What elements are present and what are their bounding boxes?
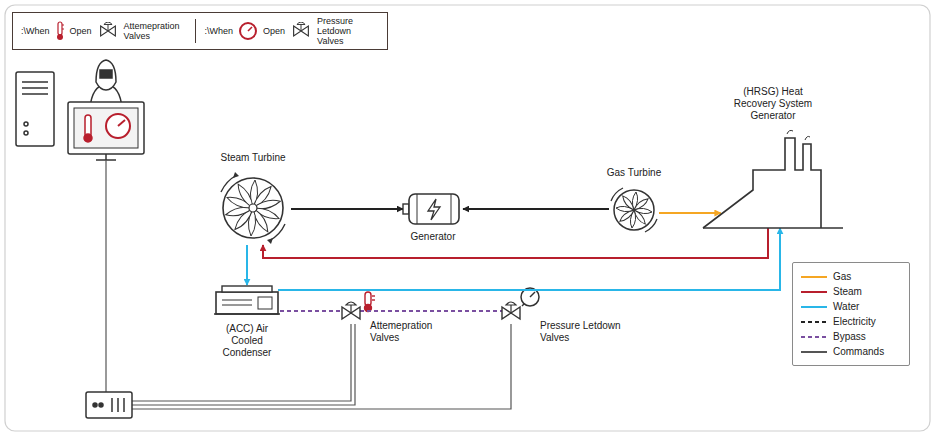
gasturbine-symbol: [609, 185, 659, 235]
gas-turbine: Gas Turbine: [609, 185, 659, 235]
legend-swatch: [801, 274, 827, 280]
legend-swatch: [801, 349, 827, 355]
icon-holder: [97, 22, 119, 40]
legend-row: Commands: [801, 344, 901, 359]
icon-holder: [290, 22, 312, 40]
hrsg: (HRSG) Heat Recovery System Generator: [703, 128, 843, 232]
instruction-text: Pressure Letdown Valves: [317, 16, 379, 46]
generator: Generator: [403, 192, 463, 226]
instruction-text: Open: [263, 26, 285, 36]
node-label: (HRSG) Heat Recovery System Generator: [723, 86, 823, 122]
node-label: Gas Turbine: [594, 167, 674, 179]
legend-text: Steam: [833, 286, 862, 297]
valve-icon: [97, 22, 119, 40]
valve-symbol: [500, 302, 522, 324]
legend-text: Water: [833, 301, 859, 312]
instruction-text: Open: [70, 26, 92, 36]
hacker-figure: [90, 60, 122, 108]
command-lines: [106, 160, 511, 409]
flow-connector: [291, 208, 403, 210]
legend-box: GasSteamWaterElectricityBypassCommands: [792, 262, 910, 366]
legend-swatch: [801, 334, 827, 340]
legend-swatch: [801, 289, 827, 295]
air-cooled-condenser: (ACC) Air Cooled Condenser: [212, 282, 282, 318]
steam-turbine: Steam Turbine: [215, 170, 291, 246]
generator-symbol: [403, 192, 463, 226]
turbine-symbol: [215, 170, 291, 246]
flow-connector: [263, 228, 768, 258]
legend-row: Electricity: [801, 314, 901, 329]
node-label: Attemepration Valves: [370, 320, 448, 344]
legend-text: Bypass: [833, 331, 866, 342]
legend-row: Gas: [801, 269, 901, 284]
thermometer-icon: [55, 21, 65, 41]
legend-text: Gas: [833, 271, 851, 282]
legend-row: Bypass: [801, 329, 901, 344]
flow-connector: [280, 310, 342, 312]
instruction-box: :\When Open Attemepration Valves :\When Open…: [12, 12, 388, 50]
node-label: Steam Turbine: [220, 152, 285, 164]
thermometer-symbol: [365, 292, 376, 312]
gauge-icon: [238, 21, 258, 41]
legend-text: Commands: [833, 346, 884, 357]
valve-symbol: [340, 302, 362, 324]
legend-swatch: [801, 304, 827, 310]
valve-icon: [290, 22, 312, 40]
flow-connector: [659, 212, 721, 214]
hrsg-symbol: [703, 128, 843, 232]
computer-tower: [16, 72, 54, 146]
flow-connector: [463, 208, 609, 210]
icon-holder: [55, 21, 65, 41]
legend-text: Electricity: [833, 316, 876, 327]
instruction-text: Attemepration Valves: [124, 21, 186, 41]
legend-row: Steam: [801, 284, 901, 299]
flow-connector: [278, 228, 780, 290]
legend-swatch: [801, 319, 827, 325]
node-label: (ACC) Air Cooled Condenser: [215, 323, 279, 359]
icon-holder: [238, 21, 258, 41]
controller-device: [86, 392, 132, 418]
divider: [195, 19, 196, 43]
instruction-text: :\When: [205, 26, 234, 36]
node-label: Pressure Letdown Valves: [540, 320, 630, 344]
pressure-letdown-valve: Pressure Letdown Valves: [500, 302, 522, 324]
attemperation-valve: Attemepration Valves: [340, 302, 362, 324]
flow-connector: [246, 245, 248, 285]
frame: [5, 5, 930, 431]
node-label: Generator: [410, 231, 455, 243]
monitor: [68, 102, 144, 160]
instruction-text: :\When: [21, 26, 50, 36]
flow-connector: [360, 310, 502, 312]
legend-row: Water: [801, 299, 901, 314]
acc-symbol: [212, 282, 282, 318]
